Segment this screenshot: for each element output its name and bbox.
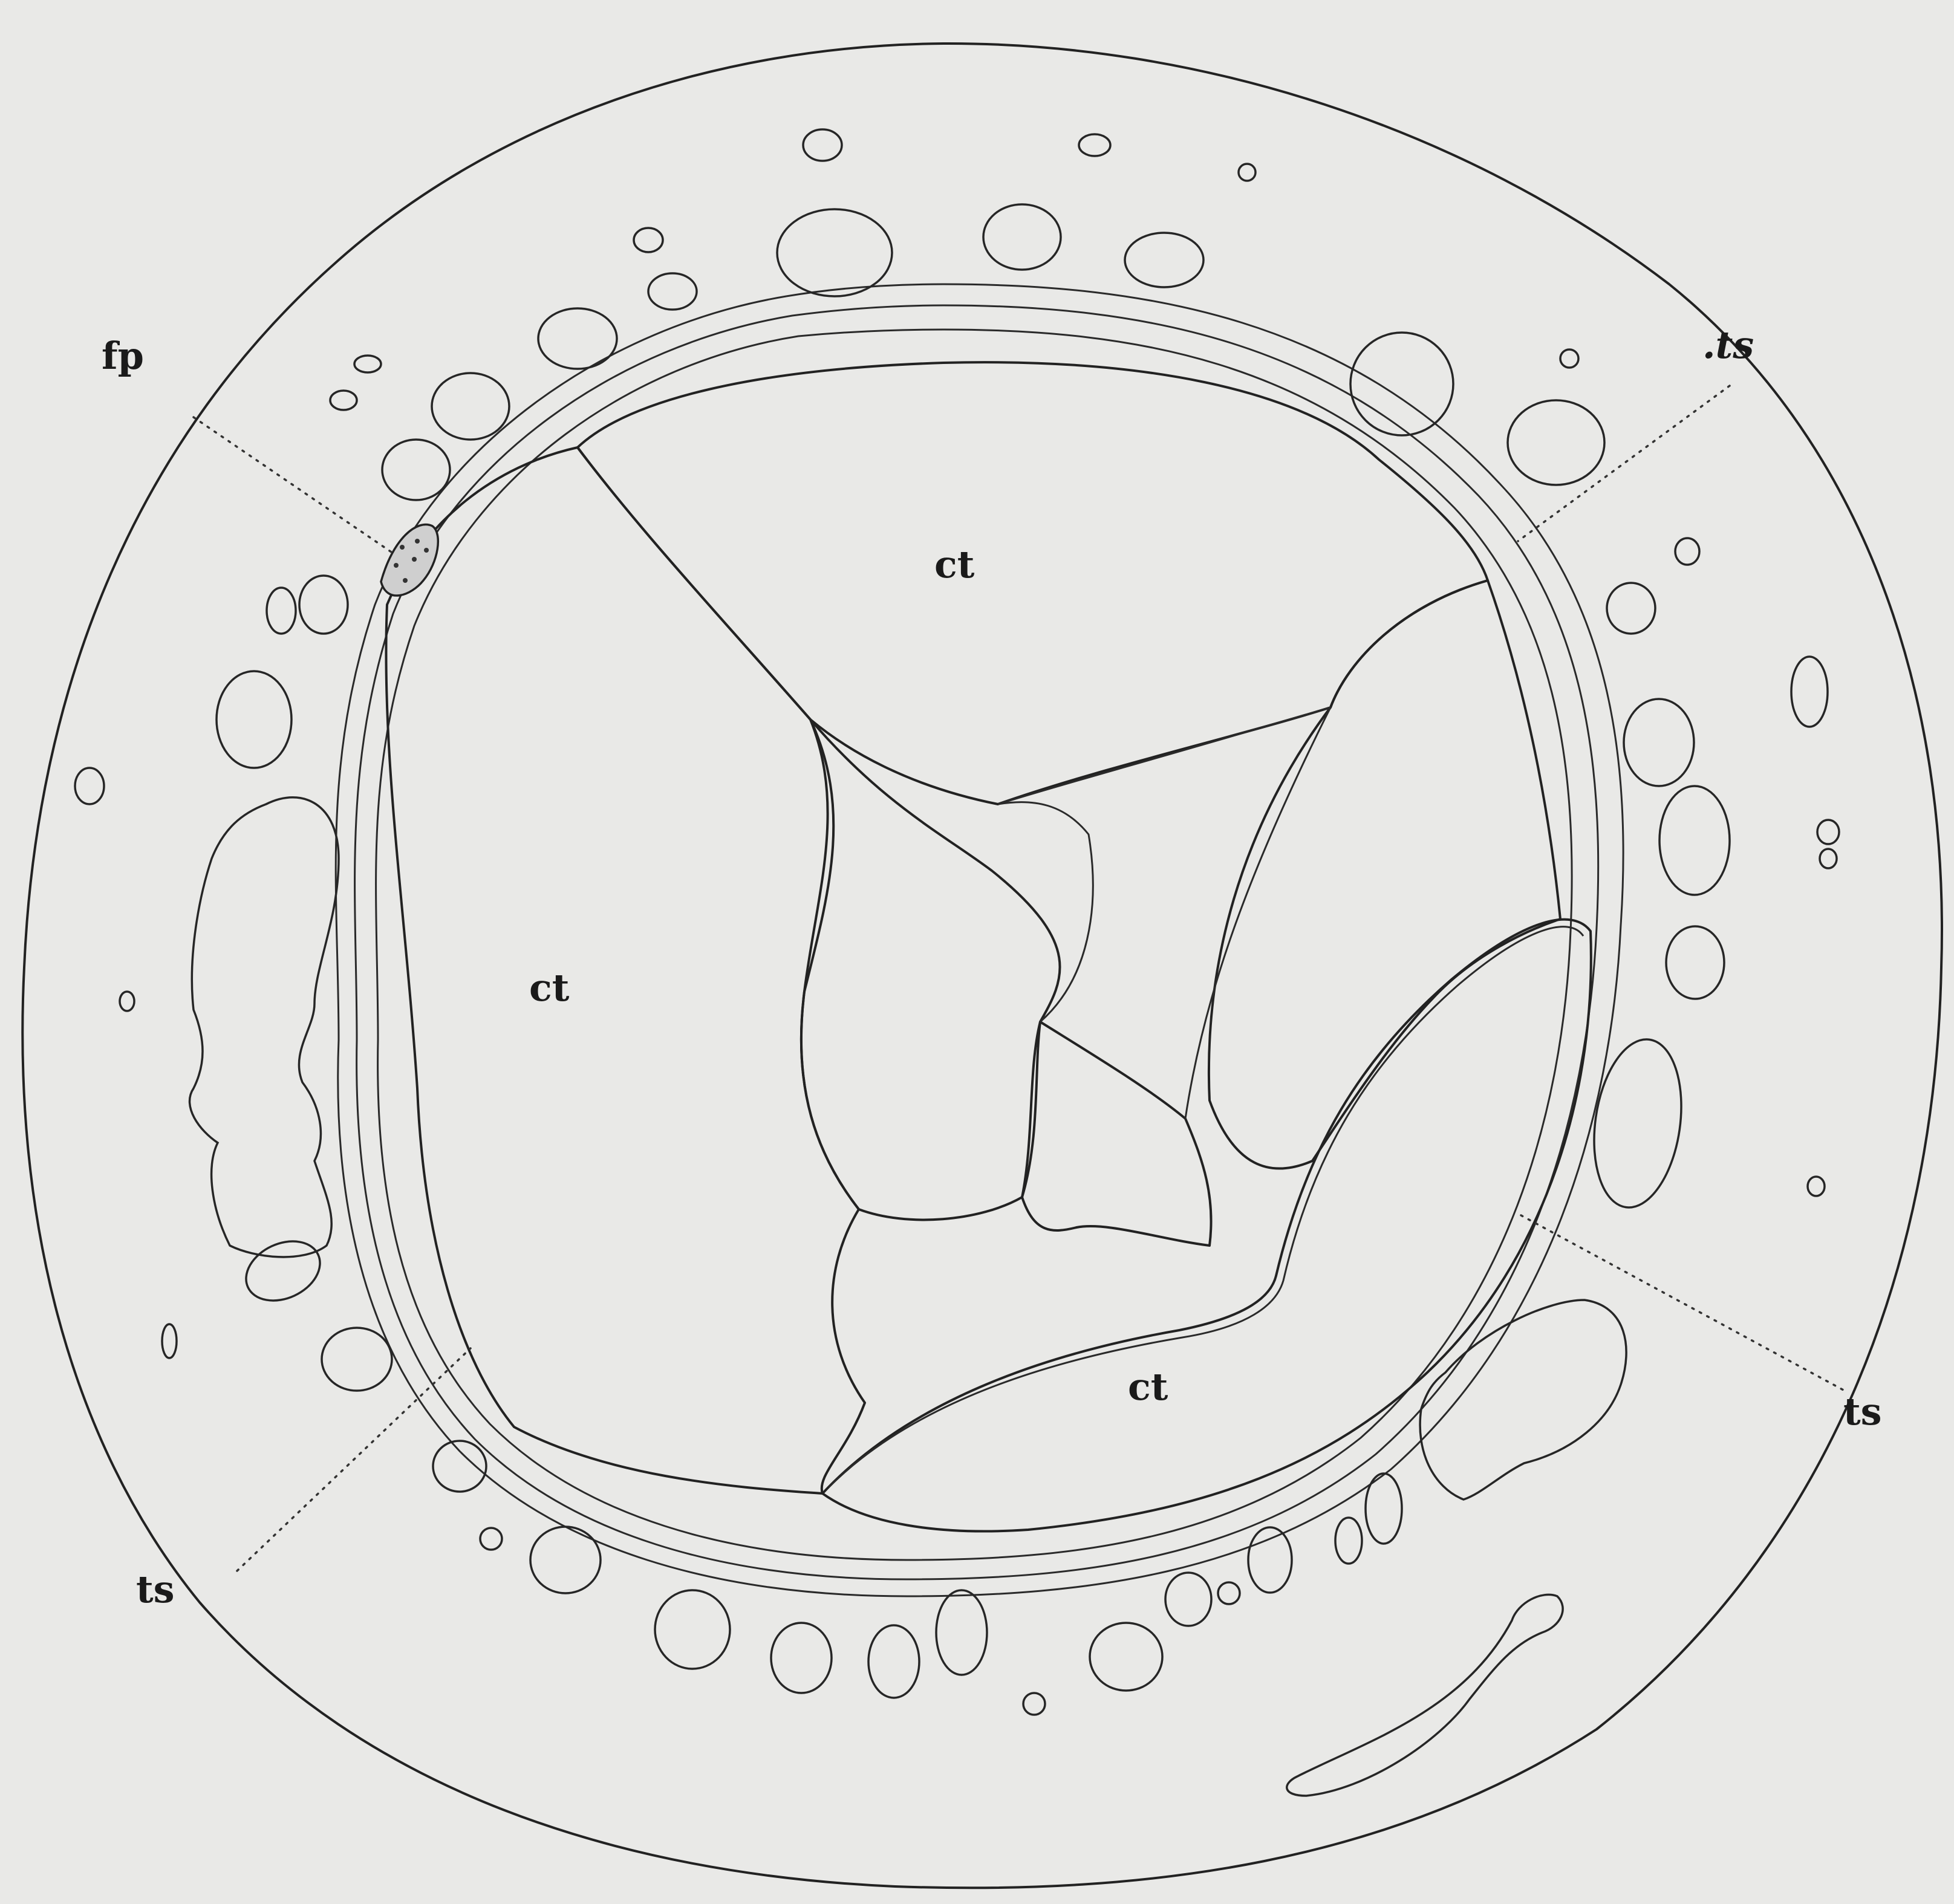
vessel bbox=[330, 391, 357, 410]
central-cell-top bbox=[578, 362, 1488, 804]
vessel bbox=[1675, 538, 1699, 565]
vessel bbox=[1335, 1518, 1362, 1564]
vessel bbox=[1079, 134, 1110, 156]
vessel bbox=[1218, 1582, 1240, 1604]
vessel bbox=[538, 308, 617, 369]
leader-fp bbox=[194, 417, 393, 553]
vessel bbox=[936, 1590, 987, 1675]
vessel-irregular-left bbox=[190, 798, 339, 1257]
vessel bbox=[162, 1324, 177, 1358]
central-cell-right bbox=[1209, 580, 1560, 1169]
vessel bbox=[217, 671, 291, 768]
label-ct-top: ct bbox=[934, 542, 975, 586]
vessel bbox=[1607, 583, 1655, 634]
outer-wall bbox=[22, 44, 1942, 1888]
vessel bbox=[1808, 1177, 1825, 1196]
vessel bbox=[1791, 657, 1828, 727]
central-cell-inner-d bbox=[1185, 707, 1330, 1119]
label-ts-right: ts bbox=[1843, 1389, 1882, 1434]
vessel bbox=[1239, 164, 1255, 181]
vessel bbox=[1820, 849, 1837, 868]
vessel bbox=[771, 1623, 832, 1693]
vessel bbox=[530, 1527, 601, 1593]
phloem-patch bbox=[381, 525, 438, 596]
vessel bbox=[236, 1230, 330, 1312]
vessel bbox=[868, 1625, 919, 1698]
vessel bbox=[634, 228, 663, 252]
label-ts-bottom-left: ts bbox=[136, 1567, 175, 1611]
vessel bbox=[1165, 1573, 1211, 1626]
vessel bbox=[983, 204, 1061, 270]
central-cell-inner-a bbox=[801, 720, 1060, 1220]
vessel bbox=[777, 209, 892, 296]
leader-ts-right bbox=[1521, 1215, 1845, 1391]
vessel bbox=[432, 373, 509, 440]
vessel bbox=[1125, 233, 1203, 287]
vessel-elongated bbox=[1287, 1594, 1563, 1796]
vessel bbox=[1817, 820, 1839, 844]
vessel bbox=[1090, 1623, 1162, 1691]
vessel bbox=[655, 1590, 730, 1669]
vessel bbox=[75, 768, 104, 804]
cortex-vessels bbox=[75, 129, 1839, 1796]
vessel bbox=[1659, 786, 1730, 895]
vascular-band-inner bbox=[376, 330, 1572, 1560]
vessel bbox=[1624, 699, 1694, 786]
leader-ts-bottom-left bbox=[237, 1348, 471, 1571]
label-fp: fp bbox=[102, 334, 144, 378]
vessel bbox=[1666, 926, 1724, 999]
vessel bbox=[648, 273, 697, 310]
central-cell-middle bbox=[998, 707, 1330, 804]
label-ts-top-right: .ts bbox=[1702, 323, 1754, 367]
central-cell-bottom bbox=[822, 920, 1591, 1532]
vessel bbox=[354, 356, 381, 372]
vessel bbox=[1350, 333, 1453, 435]
leader-ts-top-right bbox=[1518, 386, 1730, 541]
vessel bbox=[1508, 400, 1604, 485]
label-ct-bottom: ct bbox=[1128, 1365, 1168, 1409]
vessel bbox=[433, 1441, 486, 1492]
central-cell-bottom-inner bbox=[829, 927, 1583, 1487]
central-cell-left bbox=[386, 447, 865, 1493]
vessel bbox=[1366, 1473, 1402, 1544]
vessel bbox=[480, 1528, 502, 1550]
central-cell-inner-b bbox=[1022, 1022, 1211, 1246]
vessel bbox=[1248, 1527, 1292, 1593]
vessel bbox=[267, 588, 296, 634]
vessel bbox=[299, 576, 348, 634]
label-ct-left: ct bbox=[529, 966, 570, 1010]
vessel bbox=[382, 440, 450, 500]
vessel-irregular-right bbox=[1420, 1300, 1626, 1499]
vessel bbox=[1584, 1034, 1692, 1214]
vessel bbox=[120, 992, 134, 1011]
vessel bbox=[803, 129, 842, 161]
central-cell-inner-c bbox=[998, 802, 1093, 1022]
vessel bbox=[322, 1328, 392, 1391]
vessel bbox=[1560, 349, 1578, 368]
vessel bbox=[1023, 1693, 1045, 1715]
